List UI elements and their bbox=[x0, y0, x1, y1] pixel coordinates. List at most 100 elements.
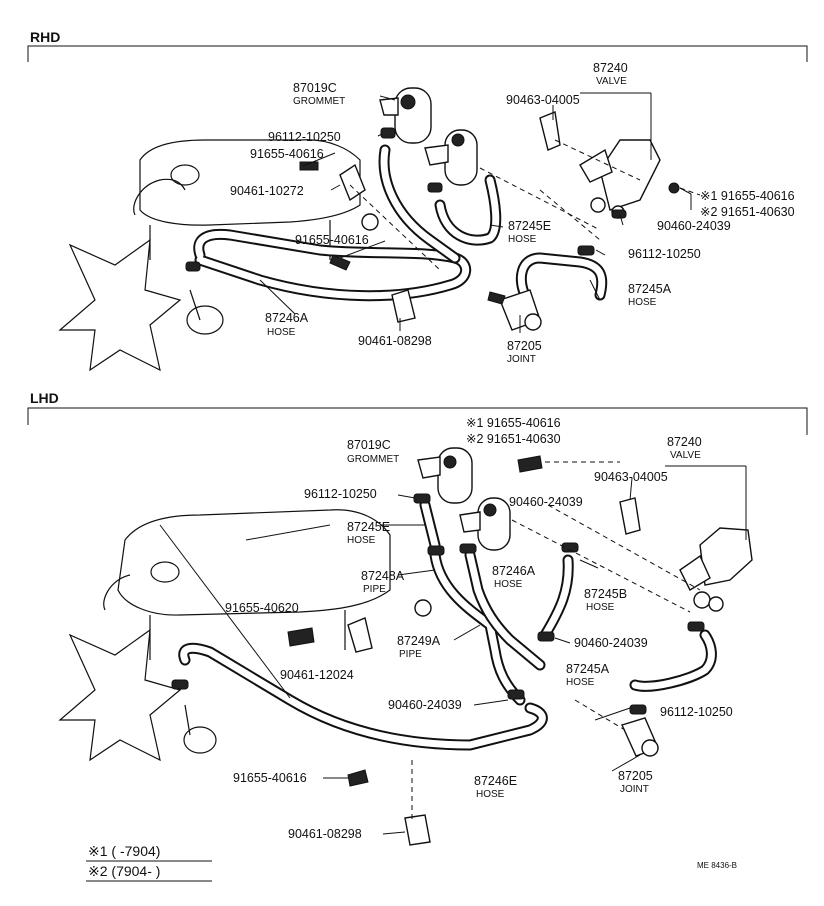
lhd-label-87019c: 87019C bbox=[347, 438, 391, 452]
lhd-label-91651-top: ※2 91651-40630 bbox=[466, 432, 561, 446]
rhd-title: RHD bbox=[30, 29, 60, 45]
lhd-label-87245b: 87245B bbox=[584, 587, 627, 601]
lhd-label-91655-top: ※1 91655-40616 bbox=[466, 416, 561, 430]
lhd-label-90460-a: 90460-24039 bbox=[509, 495, 583, 509]
lhd-label-87248a: 87248A bbox=[361, 569, 405, 583]
rhd-label-91651: ※2 91651-40630 bbox=[700, 205, 795, 219]
lhd-clamp-4 bbox=[687, 621, 705, 632]
lhd-label-87246e: 87246E bbox=[474, 774, 517, 788]
lhd-bolt-91655-40616 bbox=[347, 769, 369, 787]
rhd-grommet-2 bbox=[424, 129, 478, 186]
rhd-label-grommet: GROMMET bbox=[293, 96, 345, 107]
rhd-bracket bbox=[27, 45, 808, 62]
rhd-label-96112-b: 96112-10250 bbox=[628, 247, 701, 261]
lhd-label-valve: VALVE bbox=[670, 450, 701, 461]
lhd-label-87205: 87205 bbox=[618, 769, 653, 783]
rhd-label-91655-c: ※1 91655-40616 bbox=[700, 189, 795, 203]
lhd-bracket bbox=[27, 407, 808, 435]
rhd-leaders bbox=[259, 92, 692, 333]
rhd-label-joint: JOINT bbox=[507, 354, 536, 365]
lhd-label-87240: 87240 bbox=[667, 435, 702, 449]
lhd-clip-90461-12024 bbox=[347, 617, 373, 653]
rhd-bolt-91655-b bbox=[329, 254, 351, 271]
rhd-clamp-3 bbox=[185, 261, 201, 272]
rhd-label-90461-b: 90461-08298 bbox=[358, 334, 432, 348]
rhd-label-87205: 87205 bbox=[507, 339, 542, 353]
rhd-label-90463: 90463-04005 bbox=[506, 93, 580, 107]
lhd-label-90461-08298: 90461-08298 bbox=[288, 827, 362, 841]
footnote-1: ※1 ( -7904) bbox=[88, 843, 160, 859]
rhd-hose-87245a bbox=[515, 252, 608, 301]
lhd-label-87245b-hose: HOSE bbox=[586, 602, 615, 613]
lhd-hose-87245e bbox=[419, 499, 441, 551]
lhd-label-90461-12024: 90461-12024 bbox=[280, 668, 354, 682]
lhd-label-grommet: GROMMET bbox=[347, 454, 399, 465]
lhd-clamp-5 bbox=[171, 679, 189, 690]
rhd-clamp-96112-b bbox=[577, 245, 595, 256]
lhd-clamp-96112 bbox=[413, 493, 431, 504]
lhd-clip-90461-08298 bbox=[404, 814, 431, 846]
lhd-hose-87245b bbox=[539, 554, 574, 641]
lhd-valve-87240 bbox=[619, 497, 753, 612]
rhd-clamp-2 bbox=[427, 182, 443, 193]
lhd-label-87245e-hose: HOSE bbox=[347, 535, 376, 546]
lhd-pipe-87248a bbox=[429, 549, 526, 706]
rhd-joint-87205 bbox=[487, 289, 542, 331]
lhd-engine-outline bbox=[103, 509, 391, 660]
lhd-clamp-2 bbox=[427, 545, 445, 556]
rhd-label-91655-b: 91655-40616 bbox=[295, 233, 369, 247]
rhd-clip-90461 bbox=[339, 163, 366, 202]
rhd-hose-87246a-upper bbox=[378, 144, 461, 264]
lhd-hose-87246a bbox=[464, 549, 546, 671]
lhd-clamp-90460-a bbox=[561, 542, 579, 553]
lhd-label-96112-a: 96112-10250 bbox=[304, 487, 377, 501]
lhd-section: LHD bbox=[27, 390, 808, 846]
lhd-label-96112-b: 96112-10250 bbox=[660, 705, 733, 719]
rhd-label-valve: VALVE bbox=[596, 76, 627, 87]
lhd-label-87246e-hose: HOSE bbox=[476, 789, 505, 800]
rhd-label-91655-a: 91655-40616 bbox=[250, 147, 324, 161]
rhd-clamp-96112 bbox=[380, 127, 396, 139]
lhd-label-87245e: 87245E bbox=[347, 520, 390, 534]
rhd-label-87246a: 87246A bbox=[265, 311, 309, 325]
rhd-label-87245e-hose: HOSE bbox=[508, 234, 537, 245]
rhd-section: RHD bbox=[27, 29, 808, 372]
rhd-label-90460: 90460-24039 bbox=[657, 219, 731, 233]
lhd-label-87249a-pipe: PIPE bbox=[399, 649, 422, 660]
lhd-label-91655-40616: 91655-40616 bbox=[233, 771, 307, 785]
lhd-label-joint: JOINT bbox=[620, 784, 649, 795]
rhd-label-96112-a: 96112-10250 bbox=[268, 130, 341, 144]
lhd-clamp-90460-b bbox=[507, 689, 525, 700]
lhd-dash-5 bbox=[574, 699, 626, 731]
lhd-label-87249a: 87249A bbox=[397, 634, 441, 648]
lhd-grommet-2 bbox=[459, 497, 511, 551]
lhd-title: LHD bbox=[30, 390, 59, 406]
rhd-label-87245a: 87245A bbox=[628, 282, 672, 296]
rhd-hose-87245e bbox=[434, 174, 502, 246]
lhd-clamp-96112-b bbox=[629, 704, 647, 715]
lhd-label-90463: 90463-04005 bbox=[594, 470, 668, 484]
lhd-dash-2 bbox=[511, 519, 691, 613]
lhd-label-87246a-hose: HOSE bbox=[494, 579, 523, 590]
lhd-washer bbox=[414, 599, 432, 617]
lhd-label-87246a: 87246A bbox=[492, 564, 536, 578]
lhd-bolt-91655-top bbox=[517, 455, 543, 473]
lhd-leaders bbox=[159, 465, 747, 835]
lhd-label-90460-b: 90460-24039 bbox=[388, 698, 462, 712]
rhd-label-87019c: 87019C bbox=[293, 81, 337, 95]
rhd-label-87246a-hose: HOSE bbox=[267, 327, 296, 338]
lhd-clamp-90460-c bbox=[537, 631, 555, 642]
rhd-clip-90461-b bbox=[391, 289, 416, 323]
rhd-label-87245a-hose: HOSE bbox=[628, 297, 657, 308]
footnote-2: ※2 (7904- ) bbox=[88, 863, 160, 879]
lhd-label-87248a-pipe: PIPE bbox=[363, 584, 386, 595]
lhd-joint-87205 bbox=[621, 717, 659, 757]
diagram-code: ME 8436-B bbox=[697, 861, 737, 870]
rhd-grommet-87019c bbox=[379, 87, 432, 144]
lhd-label-91655-40620: 91655-40620 bbox=[225, 601, 299, 615]
rhd-dash-4 bbox=[679, 187, 701, 196]
lhd-label-87245a-hose: HOSE bbox=[566, 677, 595, 688]
footnotes: ※1 ( -7904) ※2 (7904- ) bbox=[86, 843, 212, 882]
lhd-clamp-3 bbox=[459, 543, 477, 554]
rhd-dash-3 bbox=[539, 139, 641, 241]
